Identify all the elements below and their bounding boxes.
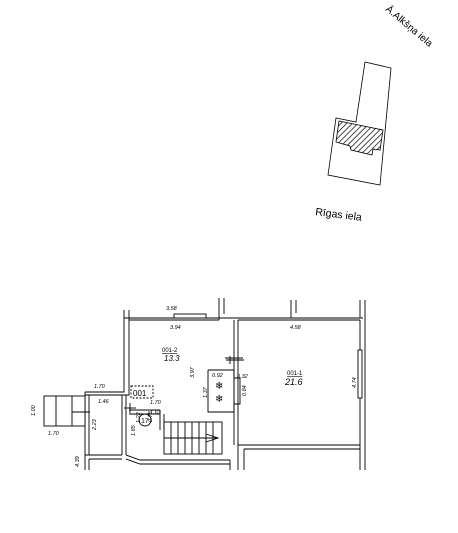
dim-185: 1.85	[131, 424, 137, 436]
dim-100: 1.00	[31, 404, 37, 416]
dim-439: 4.39	[75, 456, 81, 467]
dim-397: 3.97	[190, 366, 196, 378]
room-area-001-1: 21.6	[284, 377, 303, 387]
dim-122: 1.22	[136, 412, 142, 423]
apartment-marker	[138, 413, 152, 427]
dim-170b: 1.70	[150, 400, 162, 406]
room-id-001-2: 001-2	[162, 348, 178, 354]
dim-146: 1.46	[98, 399, 110, 405]
room-area-001-2: 13.3	[164, 354, 180, 363]
dim-223: 2.23	[92, 418, 98, 431]
dim-170a: 1.70	[94, 384, 106, 390]
room-id-001: 001	[133, 389, 147, 398]
dim-358: 3.58	[166, 306, 178, 312]
dim-032: 0.32	[237, 374, 248, 380]
building-outline	[327, 61, 392, 186]
dim-474: 4.74	[352, 377, 358, 388]
dim-163: 1.63	[150, 410, 162, 416]
dim-137: 1.37	[203, 386, 209, 398]
street-label-rigas: Rīgas iela	[315, 206, 363, 224]
site-sketch	[327, 61, 392, 186]
dim-458: 4.58	[290, 325, 302, 331]
apartment-marker-number: 17	[141, 418, 149, 425]
dim-078: 0.78	[148, 410, 154, 422]
dim-394: 3.94	[170, 325, 181, 331]
dim-170c: 1.70	[48, 431, 60, 437]
snowflake-icon: ❄	[215, 394, 223, 405]
dim-084: 0.84	[242, 385, 248, 396]
dim-092: 0.92	[212, 373, 223, 379]
room-id-001-1: 001-1	[287, 371, 303, 377]
hatched-plot	[335, 120, 384, 156]
street-label-alksna: Ā.Alkšņa iela	[383, 3, 435, 50]
snowflake-icon: ❄	[215, 381, 223, 392]
walls	[43, 298, 366, 470]
